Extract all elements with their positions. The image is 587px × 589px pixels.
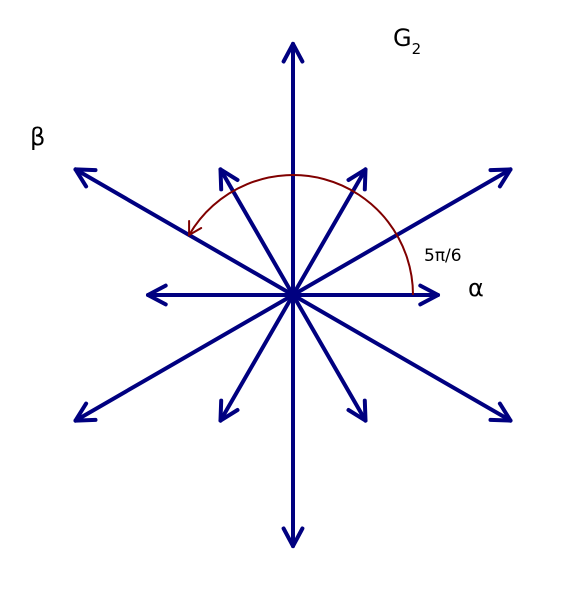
root-vectors xyxy=(73,41,513,549)
long-root-210deg xyxy=(73,293,295,423)
long-root-90deg-arrowhead xyxy=(281,41,305,64)
label-angle-5pi6: 5π/6 xyxy=(424,246,462,266)
long-root-150deg xyxy=(73,167,295,297)
angle-arc-alpha-beta xyxy=(188,174,414,296)
angle-arc-arrowhead xyxy=(188,220,203,237)
short-root-180deg-arrowhead xyxy=(146,283,168,307)
short-root-300deg-arrowhead xyxy=(346,398,368,423)
short-root-240deg xyxy=(218,293,295,423)
short-root-60deg-arrowhead xyxy=(346,167,368,192)
title-main: G xyxy=(393,24,412,52)
label-alpha: α xyxy=(468,274,484,302)
long-root-30deg xyxy=(291,167,513,297)
long-root-330deg xyxy=(291,293,513,423)
title-g2: G2 xyxy=(393,24,421,58)
label-beta: β xyxy=(30,123,45,151)
short-root-300deg xyxy=(291,293,368,423)
title-subscript: 2 xyxy=(412,40,422,58)
short-root-240deg-arrowhead xyxy=(218,398,240,423)
short-root-120deg-arrowhead xyxy=(218,167,240,192)
origin-point xyxy=(289,291,297,299)
long-root-30deg-arrowhead xyxy=(488,167,513,189)
long-root-210deg-arrowhead xyxy=(73,401,98,423)
long-root-150deg-arrowhead xyxy=(73,167,98,189)
short-root-0deg-arrowhead xyxy=(418,283,440,307)
long-root-270deg-arrowhead xyxy=(281,526,305,549)
long-root-330deg-arrowhead xyxy=(488,401,513,423)
